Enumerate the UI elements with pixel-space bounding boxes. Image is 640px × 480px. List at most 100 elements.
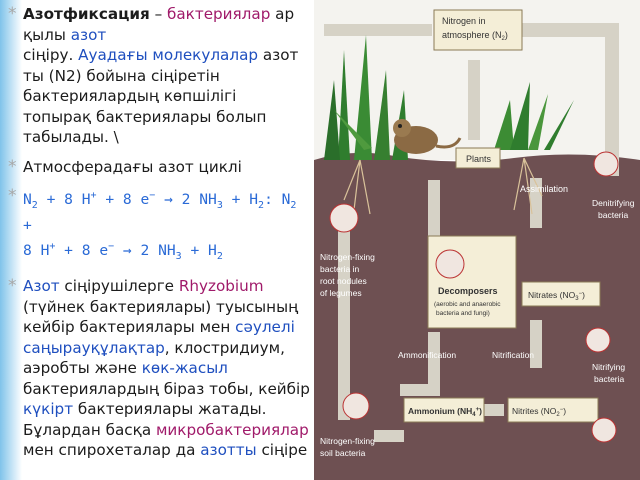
decomposers-box: [427, 235, 517, 329]
formula-sup: −: [149, 190, 156, 201]
bullet-atmosphere-cycle: * Атмосферадағы азот циклі: [8, 157, 312, 178]
ammonification-label: Ammonification: [398, 350, 456, 360]
nitrites-box: [507, 397, 599, 423]
fixers-text: бактериялардың біраз тобы, кейбір: [23, 379, 310, 398]
nitrites-label: Nitrites (NO2−): [512, 406, 566, 418]
assimilation-label: Assimilation: [520, 184, 568, 194]
arrow-decomposers-to-ammonium: [400, 332, 440, 396]
formula-part: + H: [181, 241, 217, 259]
nitrite-bacteria-icon: [591, 417, 617, 443]
star-bullet-icon: *: [8, 186, 17, 206]
formula-part: + H: [222, 190, 259, 208]
formula-part: +: [23, 217, 32, 235]
fixers-text: сіңірушілерге: [59, 277, 179, 296]
word-azot: Азот: [23, 277, 60, 296]
formula-sub: 2: [216, 250, 223, 262]
decomposers-label: Decomposers: [438, 286, 498, 296]
phrase-actinomycetes: сәулелі саңырауқұлақтар: [23, 318, 295, 357]
word-azotty: азотты: [200, 441, 257, 460]
nodules-label-1: Nitrogen-fixing: [320, 252, 375, 262]
formula-sup: +: [90, 190, 97, 201]
star-bullet-icon: *: [8, 156, 17, 177]
nitrates-box: [521, 281, 601, 307]
ammonium-label: Ammonium (NH4+): [408, 406, 482, 418]
denitrifying-label-2: bacteria: [598, 210, 629, 220]
fixers-text: , клостридиум, аэробты және: [23, 338, 285, 378]
soil-fixers-label-2: soil bacteria: [320, 448, 366, 458]
formula-part: 8 H: [23, 241, 50, 259]
left-edge-glow: [0, 0, 22, 480]
bullet-formula: * N2 + 8 H+ + 8 e− → 2 NH3 + H2: N2 + 8 …: [8, 186, 312, 267]
word-bacteria: бактериялар: [167, 5, 271, 23]
word-blue-green: көк-жасыл: [141, 359, 228, 378]
formula-part: N: [23, 190, 32, 208]
bullet-fixers: * Азот сіңірушілерге Rhyzobium (түйнек б…: [8, 276, 312, 461]
nitrifying-label-1: Nitrifying: [592, 362, 625, 372]
soil-fixers-label-1: Nitrogen-fixing: [320, 436, 375, 446]
formula-sub: 2: [258, 199, 265, 211]
ammonium-box: [403, 397, 485, 423]
phrase-air-molecules: Ауадағы молекулалар: [78, 46, 259, 64]
nitrates-label: Nitrates (NO3−): [528, 290, 585, 302]
formula-part: → 2 NH: [114, 241, 176, 259]
formula-part: + 8 H: [37, 190, 91, 208]
plants-box: [455, 147, 501, 169]
nodule-bacteria-icon: [329, 203, 359, 233]
line6: топырақ бактериялары болып: [23, 107, 267, 126]
arrow-atmosphere-right: [522, 23, 619, 176]
word-microbacteria: микробактериялар: [155, 420, 309, 439]
nodules-label-4: of legumes: [320, 288, 362, 298]
star-bullet-icon: *: [8, 4, 17, 24]
line4: ты (N2) бойына сіңіретін: [23, 66, 220, 85]
word-sulfur: күкірт: [23, 400, 74, 419]
nitrogen-cycle-diagram: Nitrogen in atmosphere (N2): [314, 0, 640, 480]
line2-start: қылы: [23, 25, 71, 44]
formula-part: + 8 e: [96, 190, 150, 208]
rodent-illustration: [393, 119, 462, 154]
nodules-label-3: root nodules: [320, 276, 367, 286]
formula-sub: 2: [290, 199, 297, 211]
roots-illustration: [343, 157, 543, 215]
nodules-label-2: bacteria in: [320, 264, 359, 274]
line7: табылады. \: [23, 128, 119, 146]
line3-end: азот: [258, 46, 299, 64]
fixers-text: мен спирохеталар да: [23, 441, 201, 460]
bullet-azotfixation: * Азотфиксация – бактериялар ар қылы азо…: [8, 4, 312, 148]
decomposers-sub-2: bacteria and fungi): [436, 310, 490, 317]
atmosphere-cycle-text: Атмосферадағы азот циклі: [23, 157, 242, 176]
nitrification-label: Nitrification: [492, 350, 534, 360]
formula-part: → 2 NH: [155, 190, 217, 208]
word-azot: азот: [70, 25, 107, 44]
line5: бактериялардың көпшілігі: [23, 87, 237, 105]
denitrifying-bacteria-icon: [593, 151, 619, 177]
formula-sup: +: [49, 240, 56, 252]
fixers-text: сіңіре: [256, 441, 308, 460]
nitrifying-bacteria-icon: [585, 327, 611, 353]
formula-sub: 3: [175, 250, 182, 262]
nitrogen-cycle-figure: Nitrogen in atmosphere (N2): [314, 0, 640, 480]
word-rhyzobium: Rhyzobium: [178, 277, 264, 296]
line3-start: сіңіру.: [23, 46, 79, 64]
decomposer-bacteria-icon: [435, 249, 465, 279]
plant-illustration: [324, 35, 574, 160]
denitrifying-label-1: Denitrifying: [592, 198, 635, 208]
soil-bacteria-icon: [342, 392, 370, 420]
line1-end: ар: [270, 5, 295, 23]
formula-sub: 3: [216, 199, 223, 211]
term-azotfixation: Азотфиксация: [23, 5, 150, 23]
star-bullet-icon: *: [8, 276, 17, 297]
nitrifying-label-2: bacteria: [594, 374, 625, 384]
formula-sup: −: [108, 240, 115, 252]
text-column: * Азотфиксация – бактериялар ар қылы азо…: [8, 4, 312, 470]
dash: –: [149, 5, 167, 23]
fixers-text: бактериялары жатады. Бұлардан басқа: [23, 400, 267, 439]
atmosphere-label-2: atmosphere (N2): [442, 30, 508, 42]
atmosphere-label-1: Nitrogen in: [442, 16, 486, 26]
atmosphere-box: [433, 9, 523, 51]
formula-sub: 2: [31, 199, 38, 211]
fixers-text: (түйнек бактериялары) туысының кейбір ба…: [23, 297, 299, 337]
decomposers-sub-1: (aerobic and anaerobic: [434, 301, 501, 308]
formula-part: + 8 e: [55, 241, 109, 259]
plants-label: Plants: [466, 154, 492, 164]
formula-part: : N: [264, 190, 291, 208]
